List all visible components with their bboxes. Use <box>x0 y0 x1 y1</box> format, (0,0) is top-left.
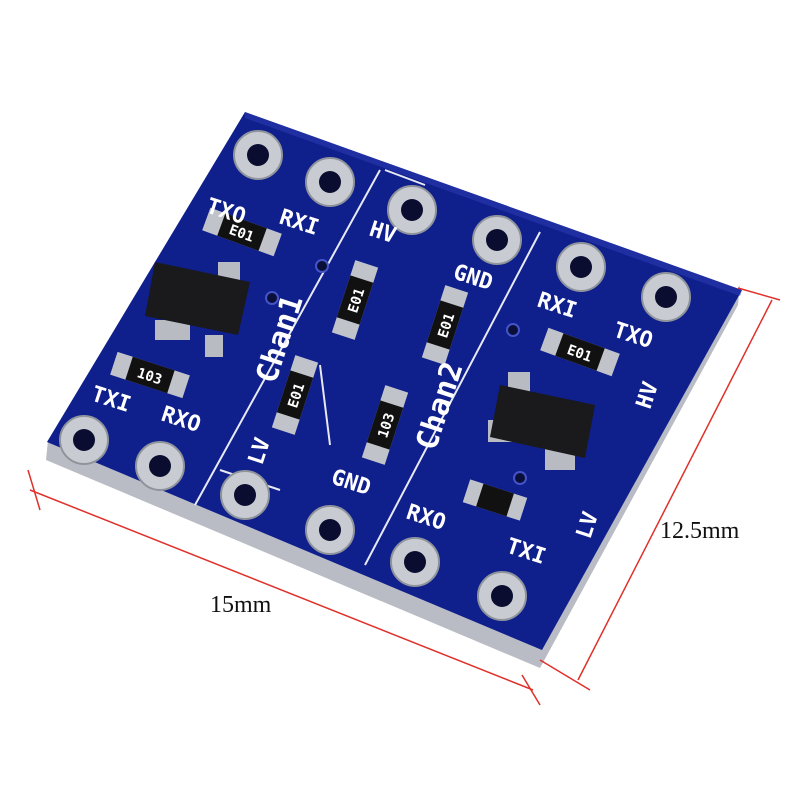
height-dimension-label: 12.5mm <box>660 518 740 544</box>
transistor-left <box>145 262 250 357</box>
top-pins <box>233 130 691 322</box>
board-edge <box>46 285 740 668</box>
transistor-right <box>488 372 595 470</box>
resistor-code: E01 <box>345 286 368 315</box>
dimension-lines <box>27 287 781 706</box>
resistor-code: 103 <box>375 411 398 440</box>
resistor-code: 103 <box>135 365 164 388</box>
resistors: E01 E01 E01 103 E01 103 E01 <box>110 207 620 521</box>
resistor-code: E01 <box>285 381 308 410</box>
resistor-code: E01 <box>435 311 458 340</box>
width-dimension-label: 15mm <box>210 592 272 618</box>
bottom-pins <box>59 415 527 621</box>
